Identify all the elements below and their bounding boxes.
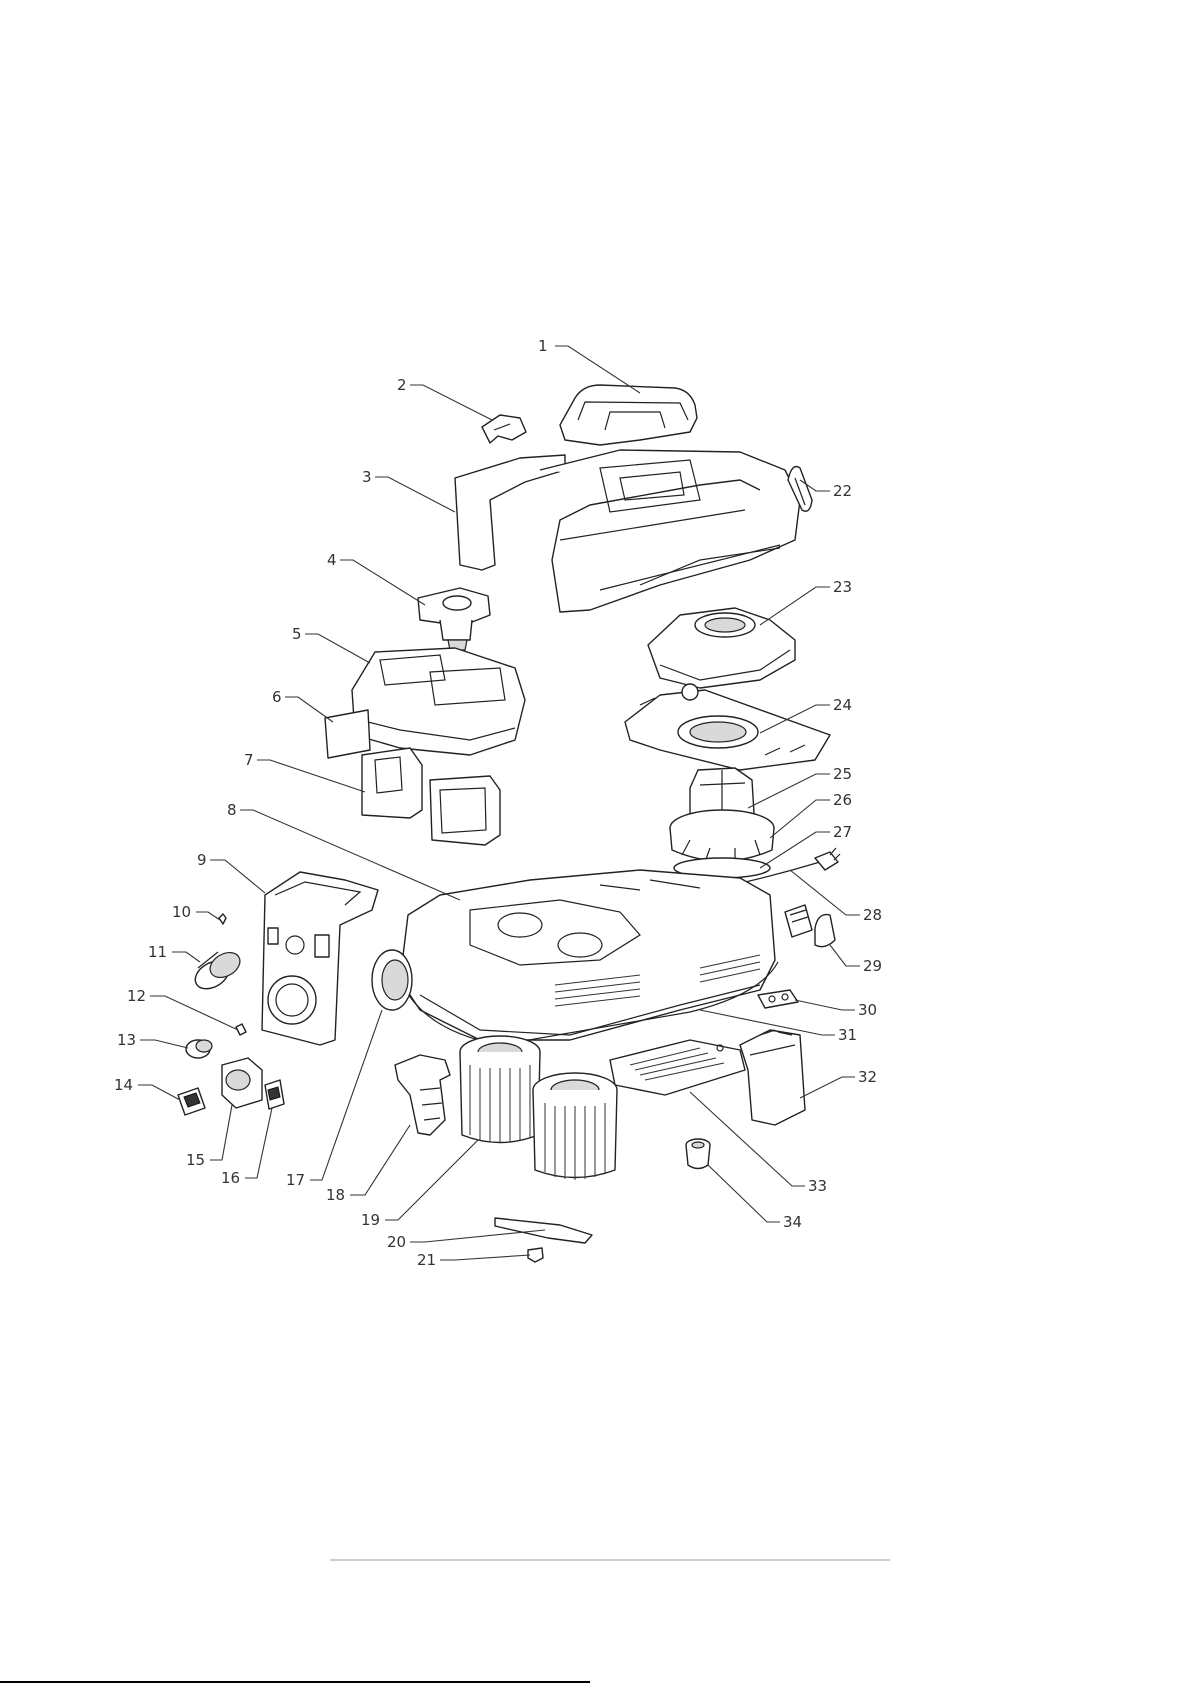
part-control-panel (262, 872, 378, 1045)
callout-18: 18 (326, 1186, 345, 1204)
part-side-box (740, 1030, 805, 1125)
callout-30: 30 (858, 1001, 877, 1019)
callout-28: 28 (863, 906, 882, 924)
part-label-plate (325, 710, 370, 758)
callout-20: 20 (387, 1233, 406, 1251)
part-socket-cover (222, 1058, 262, 1108)
leader-32 (800, 1077, 855, 1098)
callout-6: 6 (272, 688, 282, 706)
part-bottom-tray (610, 1040, 745, 1095)
part-bracket-clip (528, 1248, 543, 1262)
callout-22: 22 (833, 482, 852, 500)
callout-10: 10 (172, 903, 191, 921)
leader-25 (748, 774, 830, 808)
callout-24: 24 (833, 696, 852, 714)
callout-15: 15 (186, 1151, 205, 1169)
part-tank-lid (352, 648, 525, 755)
leader-12 (150, 996, 238, 1030)
leader-7 (257, 760, 365, 792)
part-motor-plate (625, 684, 830, 770)
leader-29 (830, 945, 860, 966)
callout-4: 4 (327, 551, 337, 569)
callout-23: 23 (833, 578, 852, 596)
callout-14: 14 (114, 1076, 133, 1094)
callout-9: 9 (197, 851, 207, 869)
callout-26: 26 (833, 791, 852, 809)
part-handle (560, 385, 697, 445)
callout-17: 17 (286, 1171, 305, 1189)
callout-25: 25 (833, 765, 852, 783)
part-filter-cartridges (362, 748, 500, 845)
part-knob (186, 1040, 212, 1058)
leader-3 (375, 477, 455, 512)
callout-13: 13 (117, 1031, 136, 1049)
leader-13 (140, 1040, 188, 1048)
callout-21: 21 (417, 1251, 436, 1269)
callout-5: 5 (292, 625, 302, 643)
leader-20 (410, 1230, 545, 1242)
callout-34: 34 (783, 1213, 802, 1231)
leader-5 (305, 634, 370, 663)
part-caster-bushing (686, 1139, 710, 1169)
leader-10 (196, 912, 220, 920)
callout-3: 3 (362, 468, 372, 486)
part-motor-cover (648, 608, 795, 688)
callout-19: 19 (361, 1211, 380, 1229)
leader-14 (138, 1085, 180, 1100)
leader-19 (385, 1140, 478, 1220)
callout-11: 11 (148, 943, 167, 961)
callout-12: 12 (127, 987, 146, 1005)
part-latch (758, 990, 798, 1008)
part-pleated-filters (460, 1036, 617, 1180)
part-rocker-switch (178, 1088, 205, 1115)
part-valve-block (418, 588, 490, 650)
leader-11 (172, 952, 200, 962)
part-screw (219, 914, 226, 924)
callout-27: 27 (833, 823, 852, 841)
leader-30 (795, 1000, 855, 1010)
leader-15 (210, 1105, 232, 1160)
part-handle-clip (482, 415, 526, 443)
leader-16 (245, 1108, 272, 1178)
leader-9 (210, 860, 265, 893)
leader-4 (340, 560, 425, 605)
part-top-cover (455, 450, 800, 612)
callout-7: 7 (244, 751, 254, 769)
part-small-switch (265, 1080, 284, 1109)
callout-2: 2 (397, 376, 407, 394)
part-inlet-ring (372, 950, 412, 1010)
callout-8: 8 (227, 801, 237, 819)
callout-29: 29 (863, 957, 882, 975)
leader-34 (708, 1165, 780, 1222)
callout-33: 33 (808, 1177, 827, 1195)
leader-23 (760, 587, 830, 625)
leader-21 (440, 1255, 530, 1260)
part-cord-hook (785, 905, 835, 947)
part-float-cage (395, 1055, 450, 1135)
part-base-housing (400, 870, 775, 1040)
part-hose-connector (190, 947, 244, 994)
callout-1: 1 (538, 337, 548, 355)
leader-18 (350, 1125, 410, 1195)
callout-31: 31 (838, 1026, 857, 1044)
leader-2 (410, 385, 492, 420)
part-motor-seal (670, 810, 774, 862)
callout-32: 32 (858, 1068, 877, 1086)
callout-16: 16 (221, 1169, 240, 1187)
